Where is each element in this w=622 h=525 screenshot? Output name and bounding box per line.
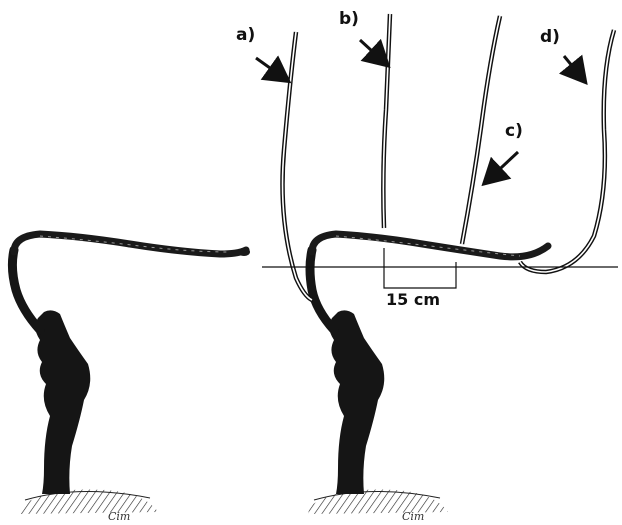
shoot-d — [520, 30, 614, 272]
right-trunk — [329, 310, 384, 494]
label-b: b) — [339, 9, 359, 29]
svg-text:Cim: Cim — [402, 510, 424, 523]
right-vine: Cim — [262, 14, 618, 523]
label-a: a) — [236, 25, 255, 45]
arrows — [256, 40, 582, 180]
left-trunk — [35, 310, 90, 494]
arrow-c — [488, 152, 518, 180]
arrow-d — [564, 56, 582, 78]
arrow-b — [360, 40, 384, 62]
left-vine: Cim — [12, 234, 250, 523]
measurement-bracket — [384, 248, 456, 288]
left-ground — [20, 490, 158, 515]
svg-text:Cim: Cim — [108, 510, 130, 523]
right-ground — [308, 490, 448, 515]
label-d: d) — [540, 27, 560, 47]
arrow-a — [256, 58, 284, 78]
label-c: c) — [505, 121, 523, 141]
right-cane — [312, 234, 548, 257]
measurement-label: 15 cm — [386, 290, 440, 309]
